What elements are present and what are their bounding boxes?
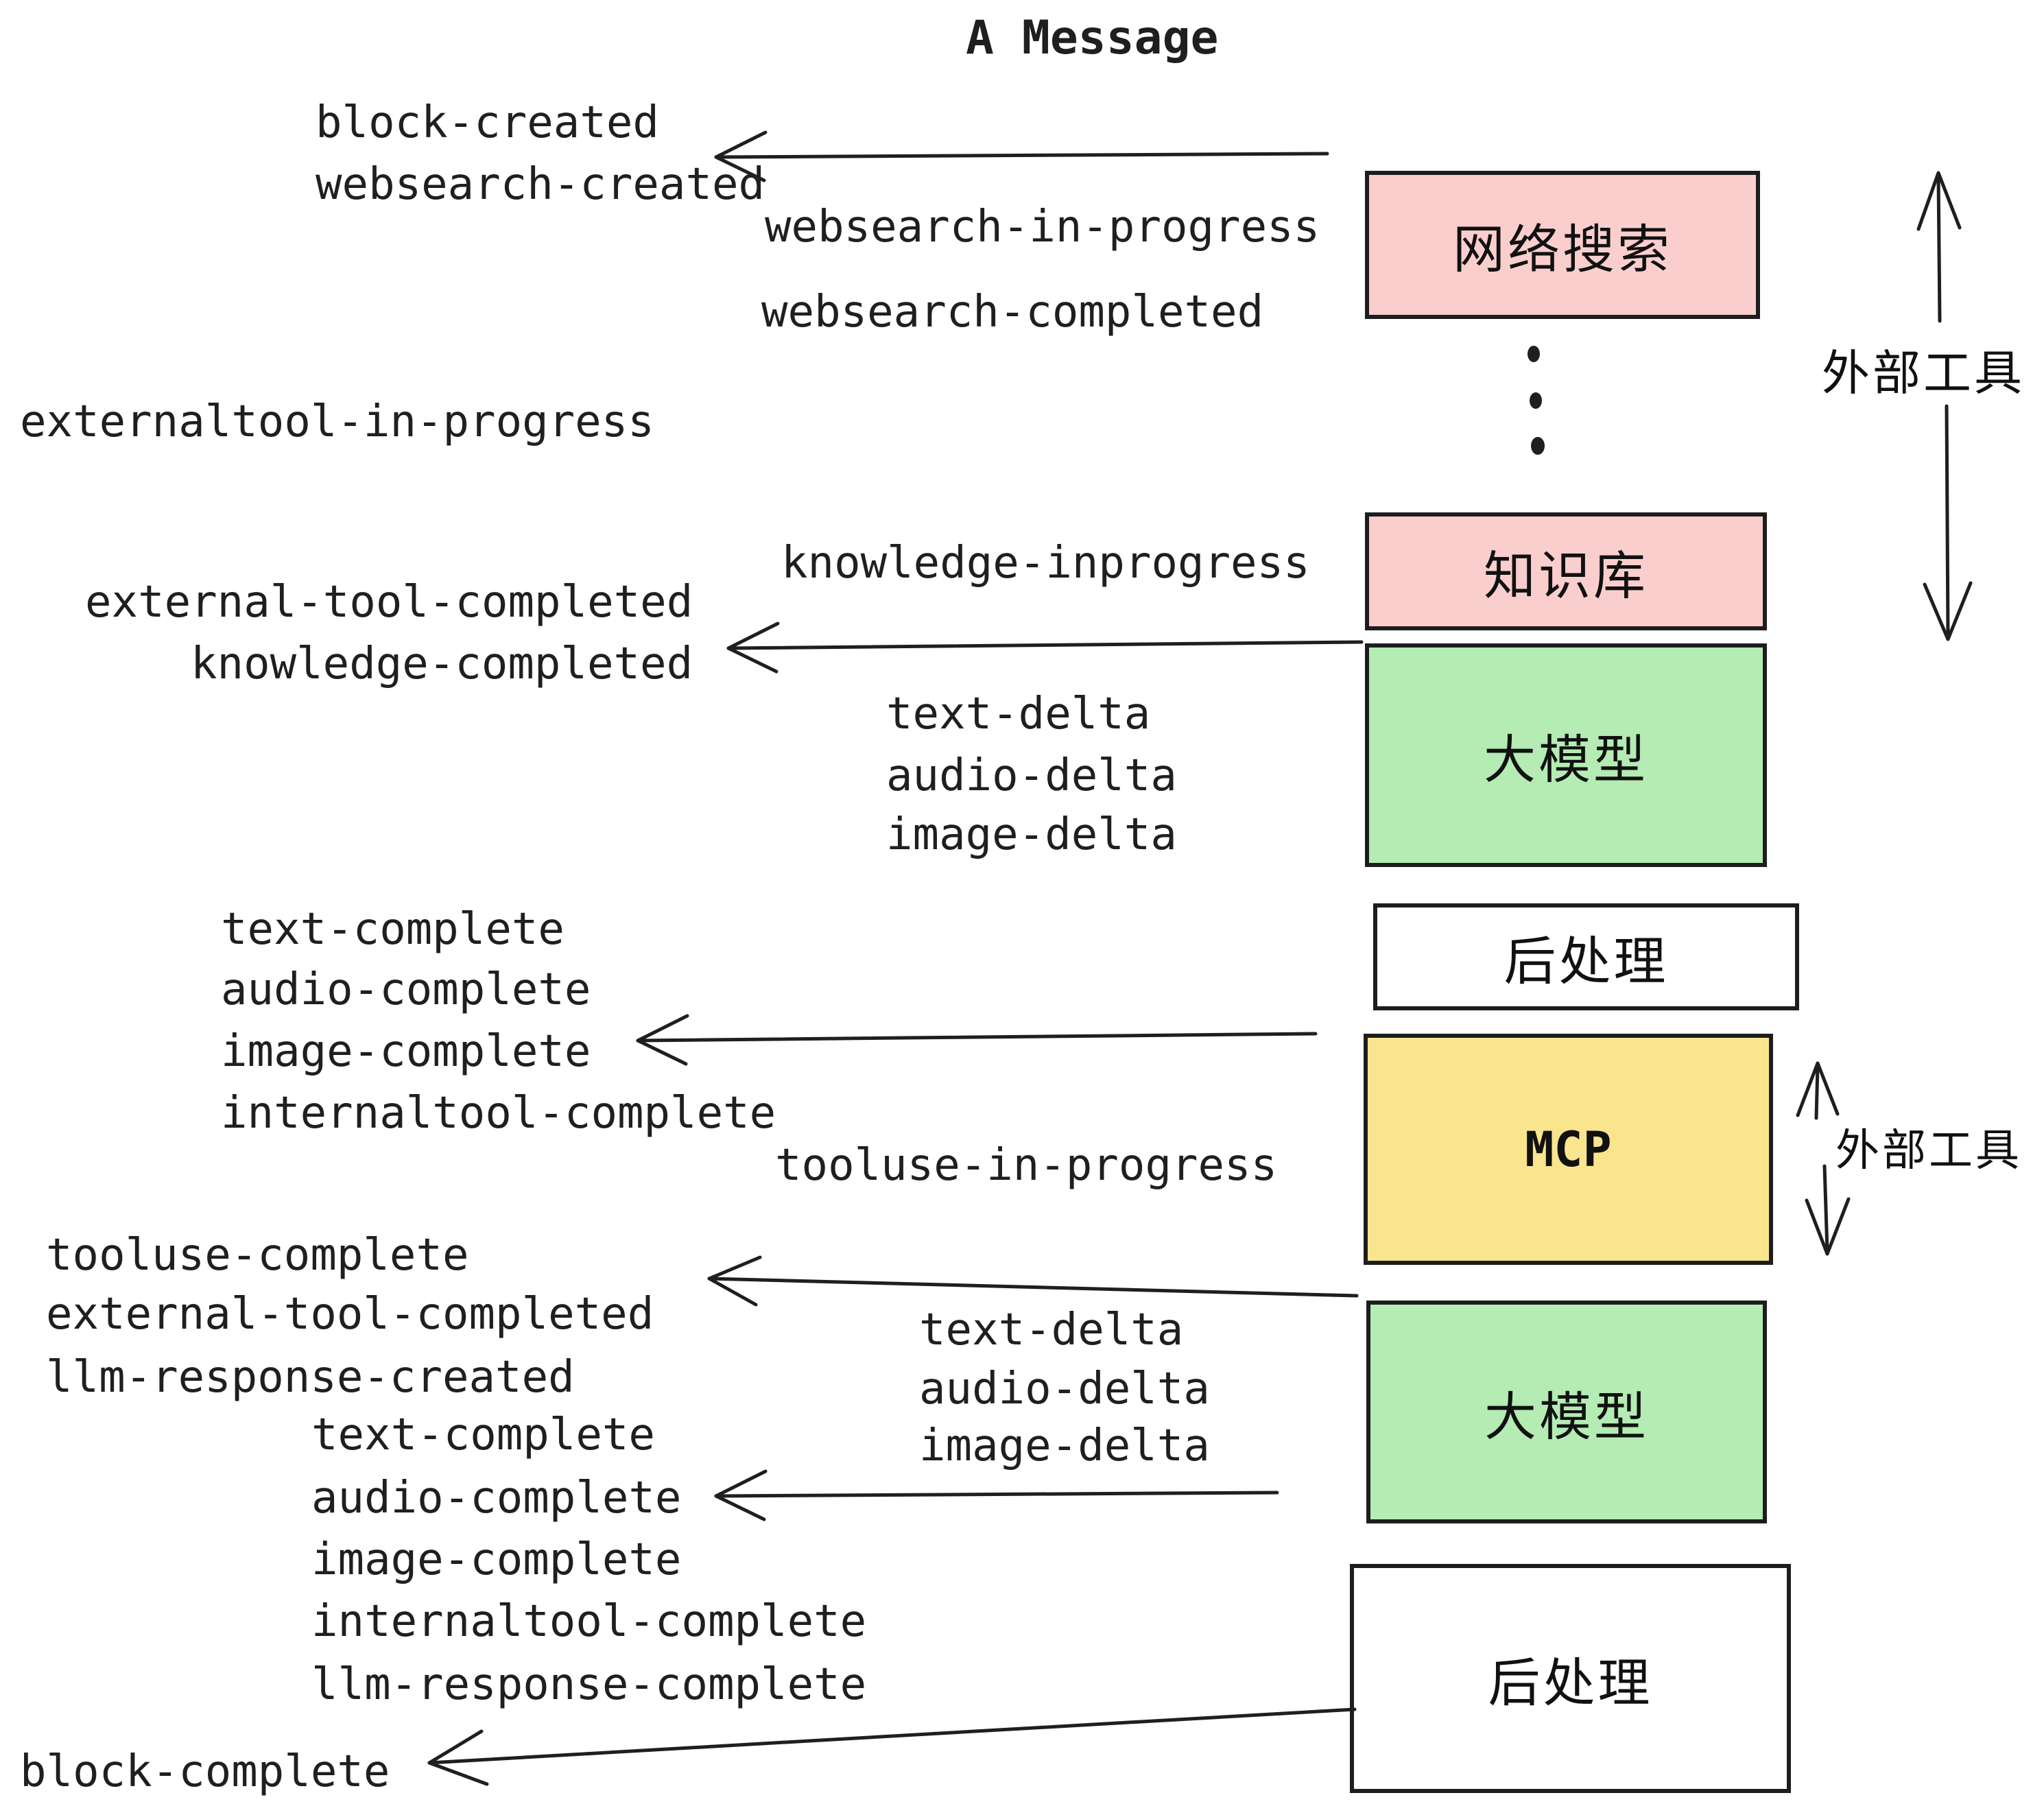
event-audio-complete-2: audio-complete (311, 1473, 682, 1523)
event-websearch-in-progress: websearch-in-progress (765, 202, 1320, 252)
box-mcp: MCP (1364, 1034, 1773, 1265)
box-mcp-label: MCP (1525, 1121, 1612, 1178)
event-image-delta-2: image-delta (919, 1421, 1210, 1471)
box-post-1-label: 后处理 (1504, 933, 1669, 991)
event-text-delta-2: text-delta (919, 1305, 1184, 1355)
box-llm-1-label: 大模型 (1484, 731, 1648, 790)
event-llm-response-complete: llm-response-complete (311, 1659, 867, 1710)
event-tooluse-complete: tooluse-complete (46, 1230, 469, 1281)
event-audio-delta-2: audio-delta (919, 1364, 1210, 1414)
event-block-complete: block-complete (20, 1746, 390, 1797)
event-internaltool-complete-2: internaltool-complete (311, 1596, 867, 1647)
arrow-to-external-tool-completed (707, 1255, 1359, 1307)
box-post-2: 后处理 (1350, 1564, 1791, 1793)
event-external-tool-completed: external-tool-completed (85, 577, 693, 628)
event-external-tool-completed-2: external-tool-completed (46, 1289, 654, 1340)
arrow-to-websearch-created (714, 130, 1329, 182)
event-image-complete-2: image-complete (311, 1534, 682, 1585)
event-knowledge-completed: knowledge-completed (191, 639, 693, 689)
box-llm-2: 大模型 (1366, 1301, 1767, 1523)
event-image-complete-1: image-complete (221, 1026, 591, 1077)
event-audio-delta-1: audio-delta (886, 750, 1177, 801)
event-image-delta-1: image-delta (886, 809, 1177, 860)
event-text-complete-2: text-complete (311, 1410, 655, 1460)
diagram-title: A Message (966, 11, 1219, 65)
event-text-complete-1: text-complete (221, 904, 565, 955)
box-llm-2-label: 大模型 (1484, 1388, 1649, 1447)
event-audio-complete-1: audio-complete (221, 964, 591, 1015)
event-tooluse-in-progress: tooluse-in-progress (775, 1140, 1278, 1191)
external-tools-label-top: 外部工具 (1822, 346, 2025, 400)
event-block-created: block-created (316, 97, 659, 148)
box-websearch-label: 网络搜索 (1453, 221, 1672, 279)
event-llm-response-created: llm-response-created (46, 1352, 575, 1403)
arrow-to-block-complete (427, 1707, 1357, 1786)
event-websearch-completed: websearch-completed (761, 287, 1264, 337)
event-internaltool-complete-1: internaltool-complete (221, 1088, 776, 1139)
box-post-2-label: 后处理 (1488, 1654, 1653, 1713)
box-llm-1: 大模型 (1365, 643, 1767, 867)
arrow-to-image-complete (636, 1014, 1318, 1066)
external-tools-label-bottom: 外部工具 (1835, 1126, 2022, 1175)
event-text-delta-1: text-delta (886, 689, 1151, 739)
arrow-to-knowledge-completed (726, 621, 1364, 674)
event-externaltool-in-progress: externaltool-in-progress (20, 396, 654, 447)
event-knowledge-inprogress: knowledge-inprogress (781, 538, 1310, 589)
arrow-to-audio-complete (714, 1469, 1279, 1521)
ellipsis-dots (1528, 346, 1545, 455)
external-tools-arrow-top (1916, 171, 1973, 641)
box-knowledge: 知识库 (1365, 512, 1767, 630)
box-knowledge-label: 知识库 (1484, 547, 1648, 606)
box-post-1: 后处理 (1373, 903, 1799, 1010)
box-websearch: 网络搜索 (1365, 171, 1760, 319)
event-websearch-created: websearch-created (316, 159, 765, 210)
